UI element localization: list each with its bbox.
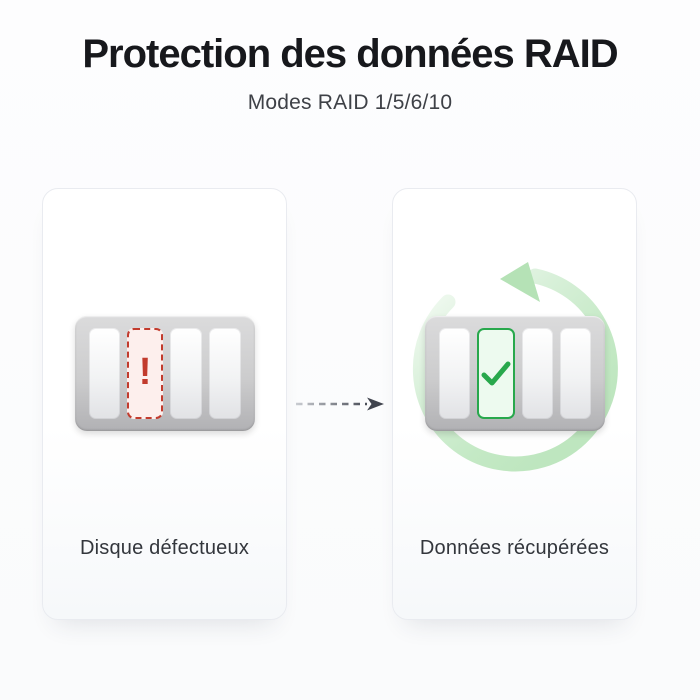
drive-slot (88, 328, 121, 419)
drive-slot (438, 328, 470, 419)
drive-slot (208, 328, 241, 419)
recovered-data-label: Données récupérées (419, 537, 610, 559)
faulty-disk-label: Disque défectueux (79, 537, 250, 559)
dashed-arrow-icon (296, 397, 384, 411)
checkmark-icon (481, 361, 510, 385)
drive-slot-faulty: ! (127, 328, 163, 419)
drive-slot (170, 328, 202, 419)
drive-slot-recovered (476, 328, 515, 419)
page-title: Protection des données RAID (82, 32, 618, 76)
drive-enclosure: ! (74, 316, 255, 431)
drive-slot (559, 328, 591, 419)
page-subtitle: Modes RAID 1/5/6/10 (247, 91, 453, 114)
card-recovered-data: Données récupérées (392, 188, 637, 620)
drive-slot (521, 328, 553, 419)
exclamation-icon: ! (138, 350, 152, 393)
drive-enclosure (424, 316, 605, 431)
card-faulty-disk: ! Disque défectueux (42, 188, 287, 620)
